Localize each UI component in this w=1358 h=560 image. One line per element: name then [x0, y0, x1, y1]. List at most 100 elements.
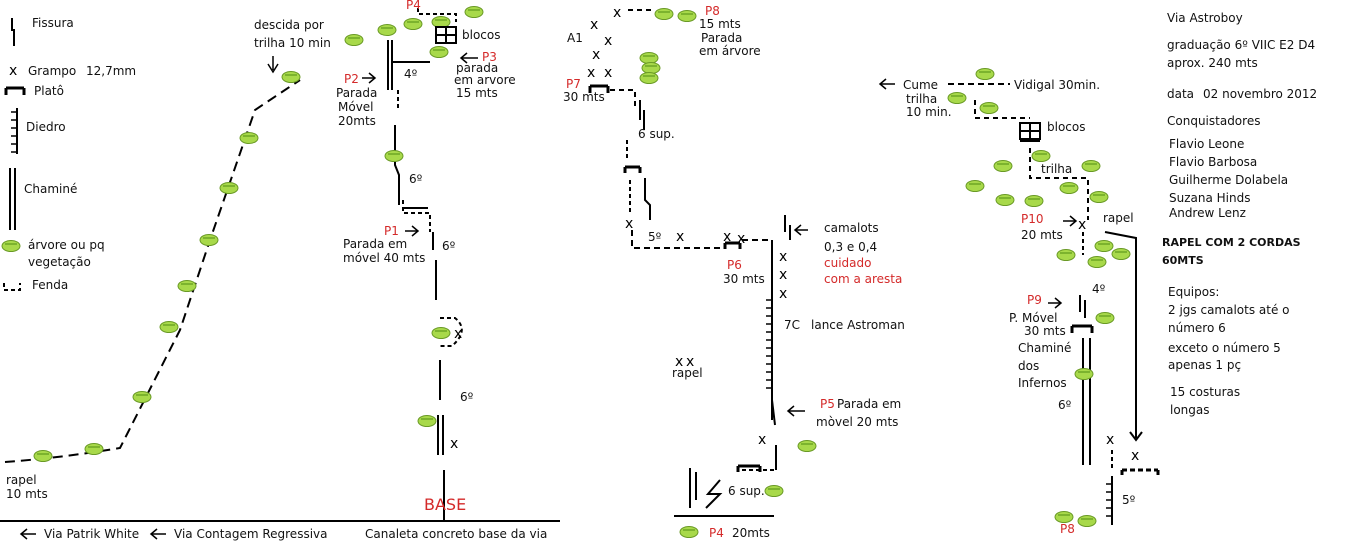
- legend-tree-label: árvore ou pq: [28, 238, 105, 252]
- base-label: BASE: [424, 495, 467, 514]
- date-label: data: [1167, 87, 1195, 101]
- route-length: aprox. 240 mts: [1167, 56, 1258, 70]
- svg-text:x: x: [1078, 217, 1086, 233]
- svg-text:x: x: [587, 65, 595, 81]
- camalots-2: 0,3 e 0,4: [824, 240, 878, 254]
- svg-text:x: x: [592, 47, 600, 63]
- legend-crack-label: Fenda: [32, 278, 69, 292]
- p7-label: P7: [566, 77, 581, 91]
- svg-text:x: x: [1106, 432, 1114, 448]
- section3-lines: [878, 78, 1160, 525]
- blocks-label: blocos: [462, 28, 501, 42]
- route-patrik-white: Via Patrik White: [44, 527, 140, 541]
- equipment-2: número 6: [1168, 321, 1226, 335]
- route-grade: graduação 6º VIIC E2 D4: [1167, 38, 1316, 52]
- rappel-s3: rapel: [1103, 211, 1134, 225]
- section2-bolts: x x x x x x x x x x x x x x x x: [450, 5, 787, 452]
- trail-label: trilha: [1041, 162, 1073, 176]
- grade-5-s3: 5º: [1122, 493, 1136, 507]
- chimney-symbol: [9, 168, 16, 230]
- p5-note-2: mòvel 20 mts: [816, 415, 899, 429]
- section1-lines: [0, 8, 560, 540]
- p2-note-3: 20mts: [338, 114, 376, 128]
- svg-text:x: x: [450, 436, 458, 452]
- cume-1: Cume: [903, 78, 939, 92]
- conqueror-4: Suzana Hinds: [1169, 191, 1251, 205]
- conqueror-3: Guilherme Dolabela: [1169, 173, 1289, 187]
- p9-label: P9: [1027, 293, 1042, 307]
- legend-symbols: x: [1, 18, 26, 291]
- fissure-symbol: [11, 18, 15, 46]
- equipment-title: Equipos:: [1168, 285, 1220, 299]
- svg-text:x: x: [686, 354, 694, 370]
- p3-label: P3: [482, 50, 497, 64]
- svg-text:x: x: [779, 286, 787, 302]
- sup6-a: 6 sup.: [638, 127, 675, 141]
- svg-text:x: x: [758, 432, 766, 448]
- legend-tree-label-2: vegetação: [28, 255, 91, 269]
- legend-chimney-label: Chaminé: [24, 182, 78, 196]
- p4-label-s2: P4: [709, 526, 724, 540]
- crack-symbol: [3, 283, 21, 291]
- svg-text:x: x: [454, 326, 462, 342]
- p5-label: P5: [820, 397, 835, 411]
- chimney-2: dos: [1018, 359, 1040, 373]
- conquerors-title: Conquistadores: [1167, 114, 1261, 128]
- canaleta-note: Canaleta concreto base da via: [365, 527, 548, 541]
- svg-text:x: x: [590, 17, 598, 33]
- grade-6-s1-a: 6º: [409, 172, 423, 186]
- cume-2: trilha: [906, 92, 938, 106]
- blocks-label-s3: blocos: [1047, 120, 1086, 134]
- svg-text:x: x: [613, 5, 621, 21]
- equipment-3: exceto o número 5: [1168, 341, 1281, 355]
- p1-note-2: móvel 40 mts: [343, 251, 426, 265]
- p3-note-3: 15 mts: [456, 86, 498, 100]
- ledge-symbol: [4, 86, 26, 95]
- section3-bolts: x x x x x: [675, 217, 1139, 464]
- legend-bolt-label: Grampo: [28, 64, 77, 78]
- p10-note: 20 mts: [1021, 228, 1063, 242]
- svg-text:x: x: [779, 267, 787, 283]
- grade-5-s2: 5º: [648, 230, 662, 244]
- svg-text:x: x: [604, 33, 612, 49]
- legend-bolt-note: 12,7mm: [86, 64, 137, 78]
- legend-fissure-label: Fissura: [32, 16, 74, 30]
- rappel-note-2: 60MTS: [1162, 254, 1204, 267]
- warning-2: com a aresta: [824, 272, 903, 286]
- route-title: Via Astroboy: [1167, 11, 1243, 25]
- cume-3: 10 min.: [906, 105, 952, 119]
- svg-text:x: x: [737, 231, 745, 247]
- dihedral-symbol: [11, 108, 18, 154]
- equipment-4: apenas 1 pç: [1168, 358, 1242, 372]
- legend-dihedral-label: Diedro: [26, 120, 66, 134]
- p6-label: P6: [727, 258, 742, 272]
- svg-text:x: x: [676, 229, 684, 245]
- grade-6-s1-b: 6º: [442, 239, 456, 253]
- p9-note-2: 30 mts: [1024, 324, 1066, 338]
- p8-note-2: Parada: [701, 31, 743, 45]
- quickdraws-2: longas: [1170, 403, 1210, 417]
- p3-note-1: parada: [456, 61, 499, 75]
- vidigal-label: Vidigal 30min.: [1014, 78, 1101, 92]
- astroman-label: lance Astroman: [811, 318, 905, 332]
- svg-text:x: x: [723, 229, 731, 245]
- p8-label-s2: P8: [705, 4, 720, 18]
- tree-symbol: [1, 240, 21, 252]
- p5-note-1: Parada em: [837, 397, 902, 411]
- p8-label-s3: P8: [1060, 522, 1075, 536]
- section2-lines: [588, 9, 808, 517]
- quickdraws-1: 15 costuras: [1170, 385, 1241, 399]
- p1-note-1: Parada em: [343, 237, 408, 251]
- svg-text:x: x: [675, 354, 683, 370]
- chimney-3: Infernos: [1018, 376, 1067, 390]
- a1-label: A1: [567, 31, 583, 45]
- camalots-1: camalots: [824, 221, 879, 235]
- chimney-1: Chaminé: [1018, 341, 1072, 355]
- grade-4-s1: 4º: [404, 67, 418, 81]
- p7-note: 30 mts: [563, 90, 605, 104]
- p10-label: P10: [1021, 212, 1044, 226]
- svg-text:x: x: [1131, 448, 1139, 464]
- grade-7c: 7C: [784, 318, 801, 332]
- p2-note-2: Móvel: [338, 100, 374, 114]
